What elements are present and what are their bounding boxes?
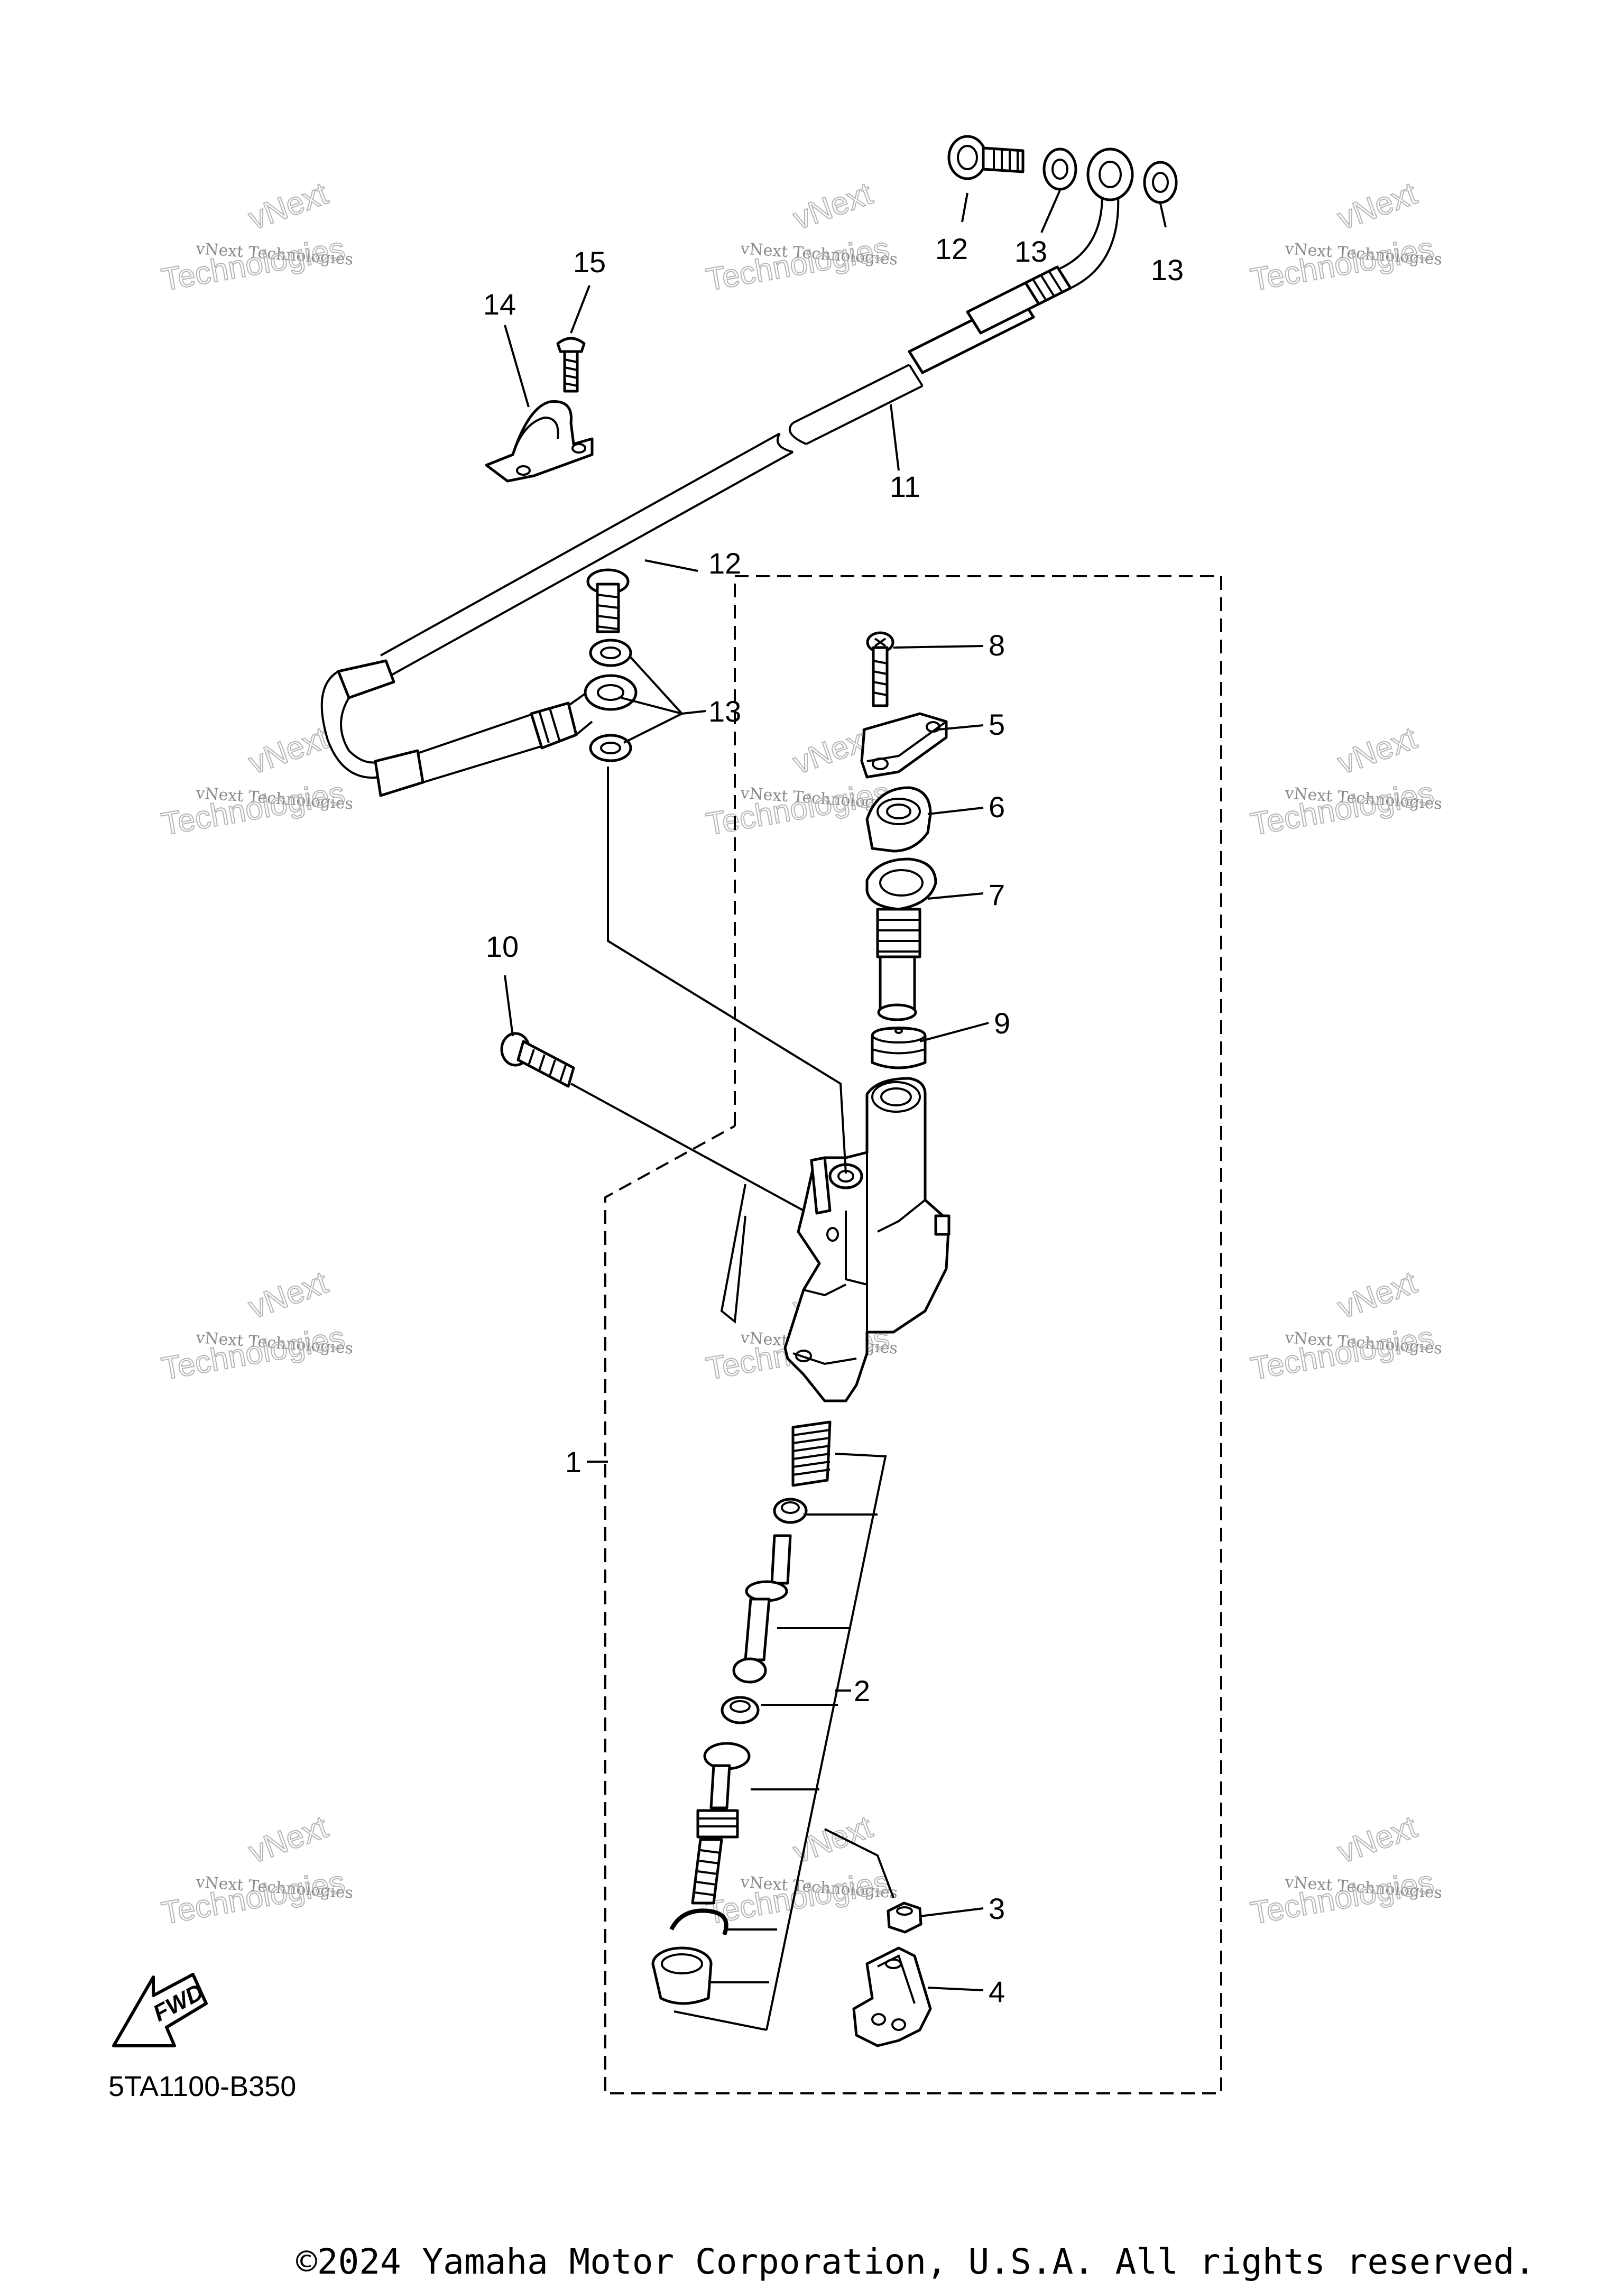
watermark-text: vNext	[789, 176, 877, 237]
callout-2: 2	[854, 1674, 870, 1707]
joint-part-4	[852, 1946, 932, 2047]
callout-3: 3	[989, 1892, 1005, 1925]
callout-5: 5	[989, 708, 1005, 741]
watermark-text: Technologies	[704, 775, 892, 842]
callout-4: 4	[989, 1975, 1005, 2008]
watermark-text: Technologies	[159, 1864, 348, 1931]
banjo-bolt-lower-part-12	[586, 568, 630, 633]
callout-12-top: 12	[935, 232, 968, 265]
callout-11: 11	[890, 470, 920, 503]
watermark-text: Technologies	[704, 1864, 892, 1931]
callout-13-top: 13	[1014, 235, 1047, 268]
watermark-text: vNext	[244, 1809, 333, 1870]
watermark-text: vNext	[1333, 176, 1422, 237]
watermark-text: vNext	[1333, 1809, 1422, 1870]
banjo-fitting-lower	[584, 674, 638, 711]
boot	[651, 1946, 713, 2005]
washer-top-right-part-13	[1143, 161, 1178, 204]
watermark-text: Technologies	[1248, 1864, 1437, 1931]
reservoir-part-9	[871, 1027, 927, 1069]
watermark-text: Technologies	[159, 775, 348, 842]
watermark-text: vNext	[244, 720, 333, 781]
watermark-text: vNext	[244, 1264, 333, 1326]
callout-13-lower: 13	[708, 695, 741, 728]
bolt-part-10	[500, 1032, 575, 1088]
watermark-text: vNext	[1333, 720, 1422, 781]
assembly-1-boundary	[604, 575, 1222, 2094]
circlip	[669, 1908, 728, 1936]
piston-kit-part-2	[691, 1420, 832, 1905]
fwd-arrow-icon: FWD	[112, 1973, 208, 2047]
watermark-text: Technologies	[1248, 1319, 1437, 1387]
callout-1: 1	[565, 1445, 582, 1479]
leader-lines	[504, 190, 1167, 2031]
callout-8: 8	[989, 629, 1005, 662]
callout-9: 9	[994, 1007, 1010, 1040]
banjo-fitting-top	[1086, 147, 1134, 201]
callout-13-top-right: 13	[1151, 253, 1184, 287]
callout-10: 10	[486, 930, 519, 963]
watermark-text: vNext	[244, 176, 333, 237]
master-cylinder-body	[720, 1077, 951, 1402]
callout-12-lower: 12	[708, 547, 741, 580]
screw-part-15	[556, 337, 586, 393]
watermark-text: Technologies	[159, 1319, 348, 1387]
plate-part-6	[865, 786, 932, 853]
copyright-notice: ©2024 Yamaha Motor Corporation, U.S.A. A…	[296, 2241, 1536, 2282]
washer-lower-b-part-13	[589, 734, 632, 762]
watermark-text: Technologies	[159, 230, 348, 298]
callout-labels: 15 14 12 13 13 11 12 13 8 5 6 7 9 10 1 2…	[483, 232, 1184, 2008]
diaphragm-part-7	[865, 857, 937, 1021]
callout-14: 14	[483, 288, 516, 321]
nut-part-3	[887, 1901, 922, 1934]
watermark-text: vNext	[1333, 1264, 1422, 1326]
washer-top-part-13	[1042, 147, 1077, 191]
watermark-text: Technologies	[1248, 230, 1437, 298]
callout-15: 15	[573, 245, 606, 279]
screw-part-8	[866, 631, 894, 707]
reservoir-cap-part-5	[860, 712, 948, 779]
callout-6: 6	[989, 790, 1005, 824]
washer-lower-a-part-13	[589, 639, 632, 667]
diagram-code: 5TA1100-B350	[108, 2071, 296, 2102]
callout-7: 7	[989, 878, 1005, 911]
watermark-text: Technologies	[704, 230, 892, 298]
watermark-text: Technologies	[1248, 775, 1437, 842]
banjo-bolt-top-part-12	[947, 135, 1025, 180]
hose-guide-part-14	[485, 400, 594, 483]
brake-hose-part-11	[320, 195, 1120, 797]
